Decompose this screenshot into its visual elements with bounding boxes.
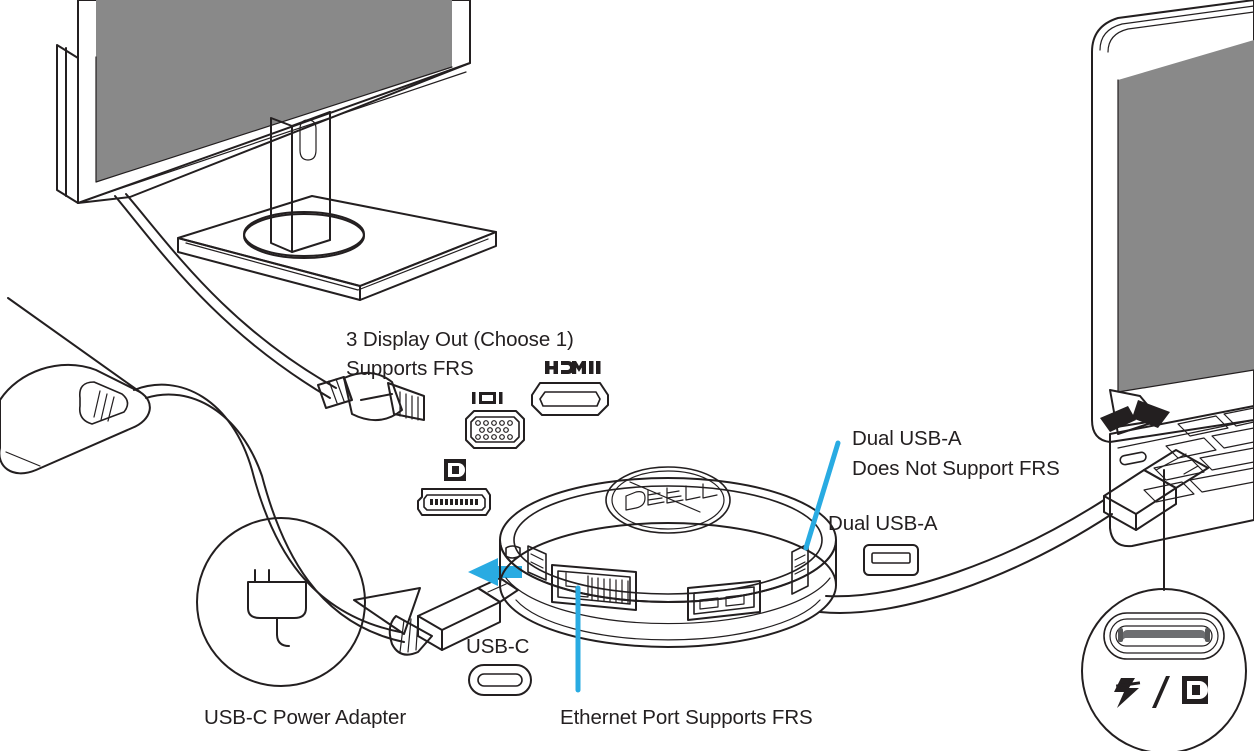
hub-to-laptop-cable (819, 499, 1113, 614)
label-ethernet-port: Ethernet Port Supports FRS (560, 706, 813, 729)
external-monitor (56, 0, 497, 301)
laptop-usb-c-port-callout (1081, 469, 1247, 751)
hub-side-port-right (791, 543, 809, 595)
laptop-keyboard (1143, 407, 1254, 503)
usb-a-port-icon (863, 544, 919, 576)
monitor-display-cable (114, 193, 337, 399)
charging-dp-symbols (1114, 676, 1208, 708)
hdmi-port-icon (531, 361, 609, 416)
usb-c-port-icon-magnified (1103, 612, 1225, 660)
dell-mobile-adapter-hub (499, 466, 837, 648)
vga-port-icon (465, 392, 525, 449)
label-display-out-line1: 3 Display Out (Choose 1) (346, 328, 574, 351)
ethernet-port (551, 564, 637, 611)
insert-direction-arrow (468, 558, 522, 586)
label-usb-c: USB-C (466, 635, 530, 658)
power-plug-icon (247, 569, 307, 647)
laptop-usb-c-plug (1103, 449, 1209, 531)
label-display-out-line2: Supports FRS (346, 357, 474, 380)
dell-logo (625, 481, 718, 513)
label-dual-usba-line1: Dual USB-A (852, 427, 962, 450)
label-dual-usba-line2: Does Not Support FRS (852, 457, 1060, 480)
label-usb-c-power-adapter: USB-C Power Adapter (204, 706, 407, 729)
power-cable (133, 383, 405, 643)
displayport-port-icon (417, 459, 491, 516)
hub-usb-a-port (687, 580, 761, 621)
ac-power-brick (0, 297, 151, 475)
display-cable-connector (317, 371, 425, 421)
hub-side-port-left (527, 545, 547, 581)
laptop (1091, 0, 1254, 548)
label-dual-usba-right: Dual USB-A (828, 512, 938, 535)
power-plug-callout (196, 517, 421, 687)
usb-c-port-icon (468, 664, 532, 696)
usba-leader-line (803, 440, 841, 551)
leader-lines (575, 440, 841, 693)
hub-usb-c-port (505, 545, 521, 559)
laptop-usb-c-port (1119, 451, 1147, 466)
